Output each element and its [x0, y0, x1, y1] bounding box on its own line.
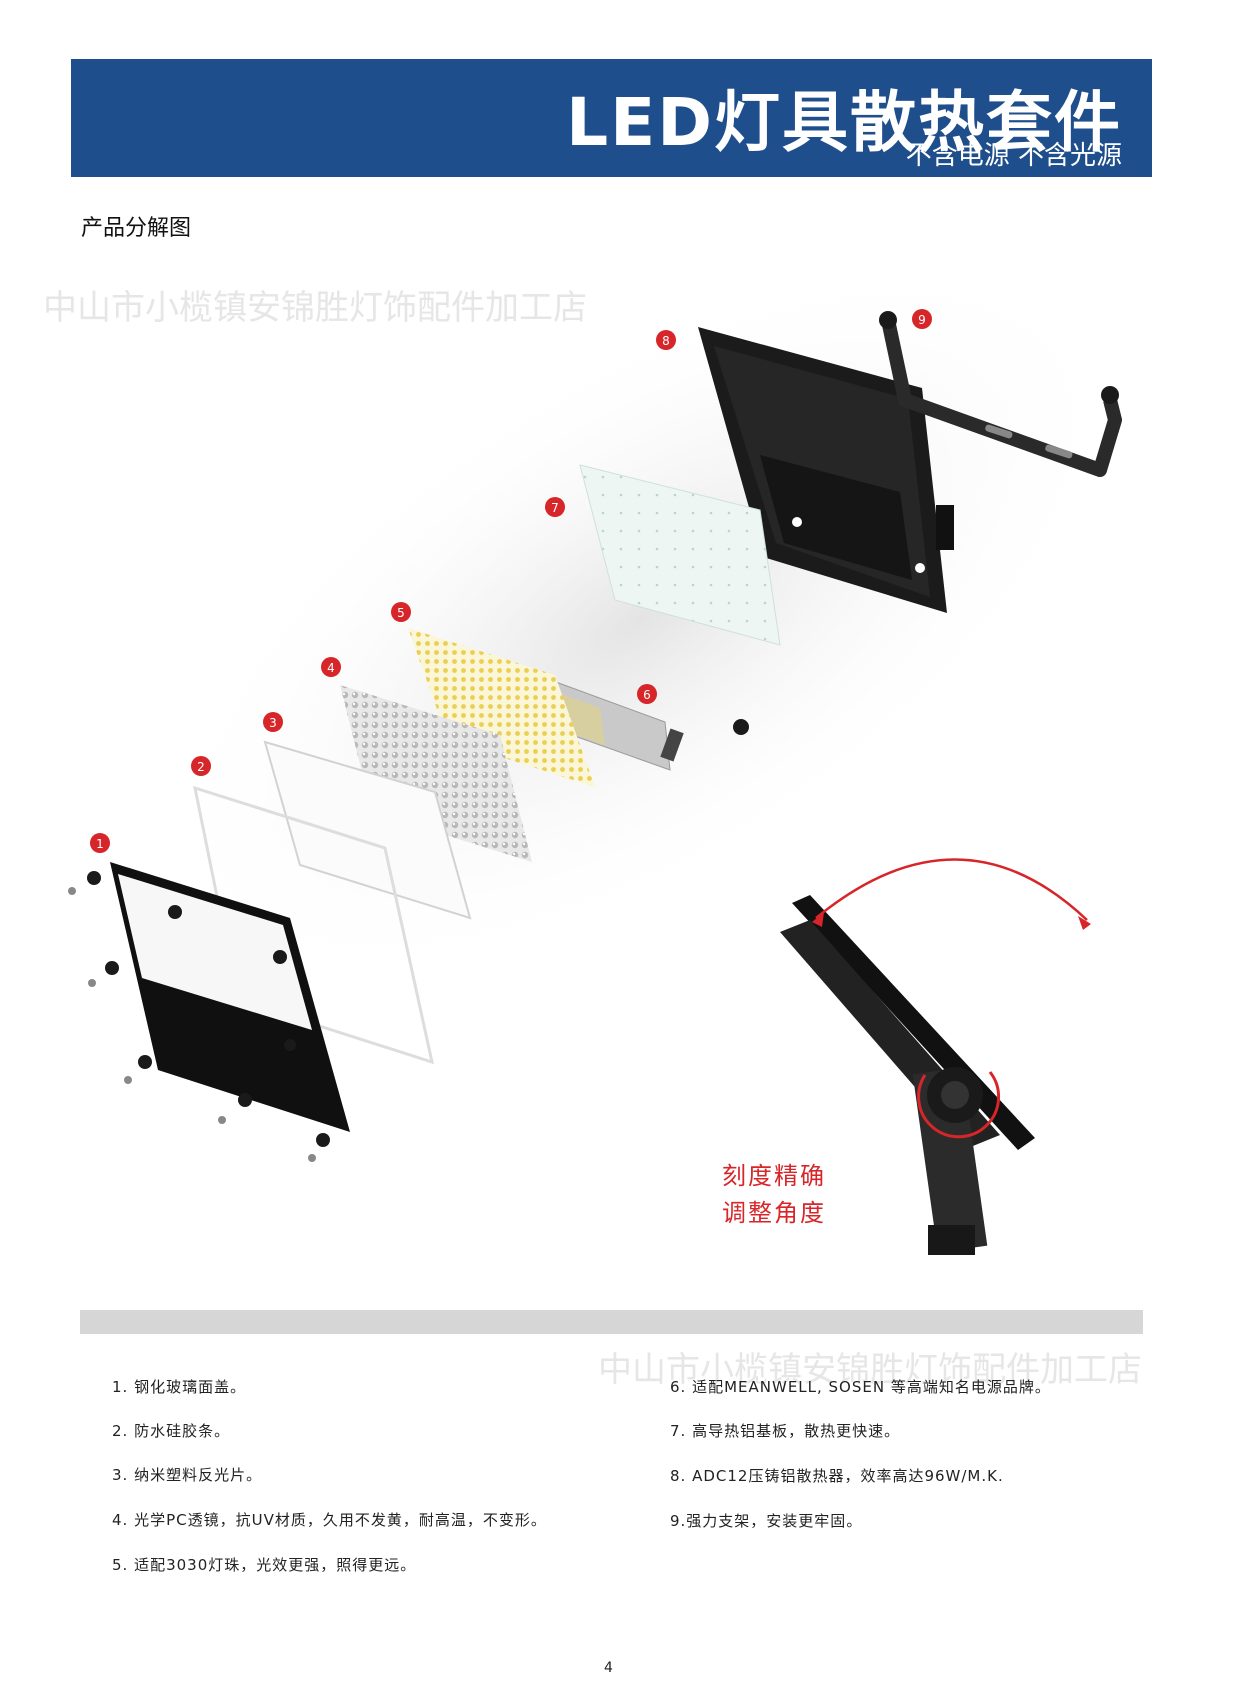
page-number: 4: [604, 1660, 613, 1676]
svg-text:5: 5: [397, 606, 405, 620]
svg-text:7: 7: [551, 501, 559, 515]
part-marker-2: 2: [191, 756, 211, 776]
part-marker-3: 3: [263, 712, 283, 732]
angle-adjust-illustration: [780, 858, 1091, 1255]
part-marker-6: 6: [637, 684, 657, 704]
spec-item: 4. 光学PC透镜，抗UV材质，久用不发黄，耐高温，不变形。: [112, 1511, 547, 1529]
spec-item: 9.强力支架，安装更牢固。: [670, 1512, 863, 1530]
part-marker-1: 1: [90, 833, 110, 853]
part-marker-4: 4: [321, 657, 341, 677]
aluminium-board: [579, 464, 781, 646]
spec-item: 8. ADC12压铸铝散热器，效率高达96W/M.K.: [670, 1467, 1004, 1485]
svg-text:6: 6: [643, 688, 651, 702]
exploded-view-diagram: 1 2 3 4 5 6 7 8 9: [68, 250, 1135, 1255]
tempered-glass-cover: [68, 862, 350, 1162]
svg-text:3: 3: [269, 716, 277, 730]
spec-item: 1. 钢化玻璃面盖。: [112, 1378, 247, 1396]
watermark: 中山市小榄镇安锦胜灯饰配件加工店: [598, 1350, 1142, 1390]
svg-text:1: 1: [96, 837, 104, 851]
reflector-sheet: [263, 740, 472, 920]
spec-item: 5. 适配3030灯珠，光效更强，照得更远。: [112, 1556, 417, 1574]
part-marker-7: 7: [545, 497, 565, 517]
led-bead-panel: [408, 628, 595, 787]
angle-arc-arrow: [815, 858, 1088, 921]
spec-item: 7. 高导热铝基板，散热更快速。: [670, 1422, 901, 1440]
svg-text:2: 2: [197, 760, 205, 774]
spec-item: 3. 纳米塑料反光片。: [112, 1466, 263, 1484]
adjust-caption-line2: 调整角度: [722, 1199, 826, 1227]
section-title: 产品分解图: [81, 216, 192, 241]
mounting-bracket: [879, 311, 1122, 477]
part-marker-9: 9: [912, 309, 932, 329]
part-marker-5: 5: [391, 602, 411, 622]
spec-item: 6. 适配MEANWELL, SOSEN 等高端知名电源品牌。: [670, 1378, 1051, 1396]
spec-item: 2. 防水硅胶条。: [112, 1422, 231, 1440]
adjust-caption-line1: 刻度精确: [722, 1162, 826, 1190]
page-subtitle: 不含电源 不含光源: [905, 141, 1122, 171]
section-divider: [80, 1310, 1143, 1334]
header-banner: LED灯具散热套件 不含电源 不含光源: [71, 59, 1152, 177]
part-marker-8: 8: [656, 330, 676, 350]
pc-lens-panel: [340, 685, 532, 862]
svg-text:8: 8: [662, 334, 670, 348]
svg-text:9: 9: [918, 313, 926, 327]
watermark: 中山市小榄镇安锦胜灯饰配件加工店: [43, 288, 587, 328]
rotation-arrow-circle: [917, 1071, 1001, 1139]
page-title: LED灯具散热套件: [566, 84, 1122, 161]
svg-text:4: 4: [327, 661, 335, 675]
